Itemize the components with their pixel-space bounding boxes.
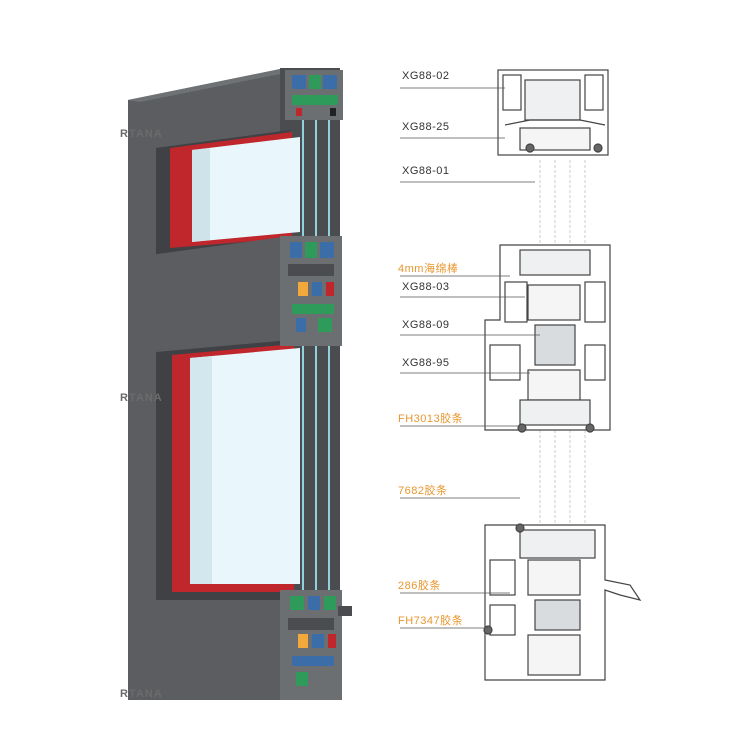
bottom-rail	[128, 600, 300, 700]
section-glass-lines	[539, 160, 586, 525]
leader-lines	[400, 87, 540, 629]
label-xg88-02: XG88-02	[402, 70, 450, 82]
cross-section-drawing	[483, 69, 642, 681]
upper-glass-pane	[192, 137, 300, 242]
head-section	[497, 69, 609, 156]
lower-glass-shade	[190, 356, 212, 584]
watermark-top: RTANA	[120, 128, 163, 140]
bottom-profile-section	[280, 590, 352, 700]
middle-profile-section	[280, 236, 342, 346]
watermark-middle: RTANA	[120, 392, 163, 404]
label-286-strip: 286胶条	[398, 580, 441, 592]
label-xg88-25: XG88-25	[402, 121, 450, 133]
label-xg88-01: XG88-01	[402, 165, 450, 177]
top-profile-section	[285, 70, 343, 120]
label-7682-strip: 7682胶条	[398, 485, 448, 497]
label-4mm-sponge-rod: 4mm海绵棒	[398, 263, 459, 275]
label-xg88-95: XG88-95	[402, 357, 450, 369]
label-fh7347-strip: FH7347胶条	[398, 615, 464, 627]
watermark-bottom: RTANA	[120, 688, 163, 700]
glass-edge-lines	[302, 115, 330, 600]
transom-section	[484, 244, 611, 433]
frame-top-bevel	[128, 68, 300, 102]
window-3d-cutaway	[128, 68, 352, 700]
label-fh3013-strip: FH3013胶条	[398, 413, 464, 425]
sill-section	[483, 523, 642, 681]
label-xg88-03: XG88-03	[402, 281, 450, 293]
transom-face	[128, 236, 290, 352]
lower-glass-pane	[190, 348, 300, 584]
label-xg88-09: XG88-09	[402, 319, 450, 331]
upper-glass-shade	[192, 148, 210, 242]
